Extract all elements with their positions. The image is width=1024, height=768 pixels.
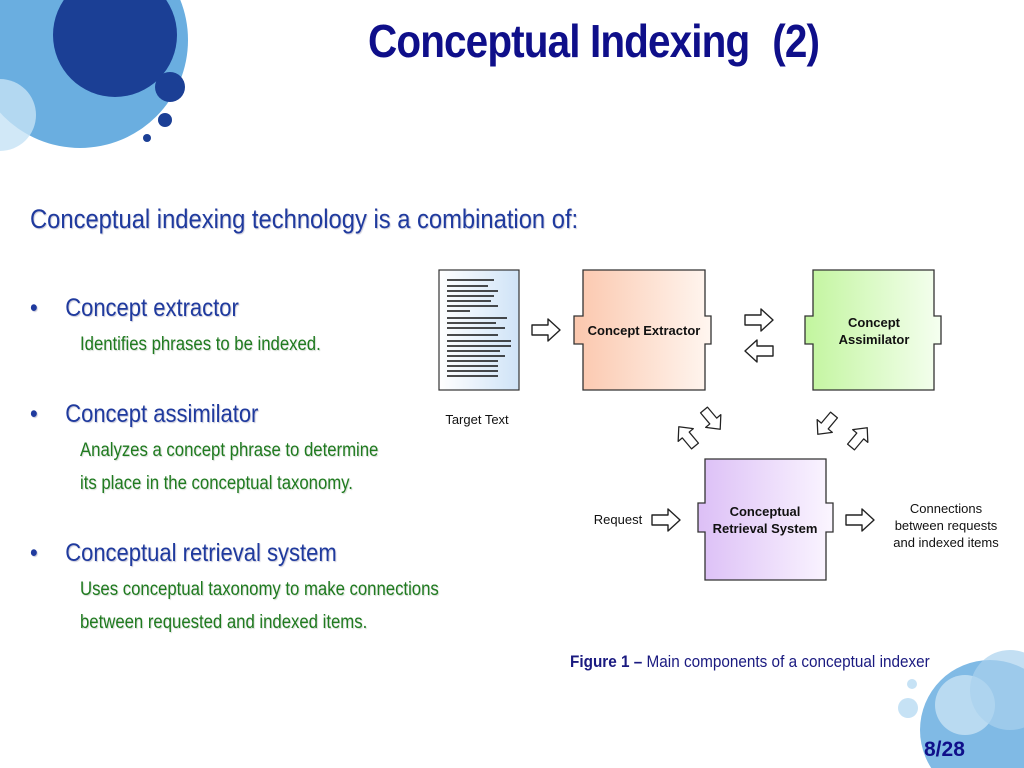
arrow-assimilator-to-extractor	[744, 339, 774, 363]
arrow-assimilator-to-retrieval	[809, 408, 843, 442]
target-text-label: Target Text	[445, 412, 509, 427]
concept-extractor-label: Concept Extractor	[587, 323, 701, 338]
caption-text: Main components of a conceptual indexer	[646, 652, 930, 671]
connections-line: between requests	[894, 518, 998, 533]
arrow-request-to-retrieval	[651, 508, 681, 532]
bullet-description: Identifies phrases to be indexed.	[80, 334, 321, 355]
concept-assimilator-box	[804, 269, 942, 391]
bullet-label: Concept extractor	[65, 294, 239, 322]
arrow-doc-to-extractor	[531, 318, 561, 342]
arrow-extractor-to-assimilator	[744, 308, 774, 332]
conceptual-retrieval-box	[697, 458, 834, 581]
arrow-retrieval-to-extractor	[670, 419, 704, 453]
title-main: Conceptual Indexing	[368, 15, 750, 67]
bullet-label: Conceptual retrieval system	[65, 539, 337, 567]
concept-extractor-box	[573, 269, 712, 391]
conceptual-retrieval-label: Conceptual Retrieval System	[700, 503, 830, 537]
caption-prefix: Figure 1 –	[570, 652, 643, 671]
connections-line: and indexed items	[893, 535, 999, 550]
conceptual-retrieval-line: Retrieval System	[712, 521, 818, 536]
target-text-document	[438, 269, 520, 391]
arrow-retrieval-to-connections	[845, 508, 875, 532]
concept-assimilator-label: Concept Assimilator	[810, 314, 938, 348]
slide-title: Conceptual Indexing (2)	[368, 14, 820, 68]
bullet-marker: •	[30, 400, 38, 428]
bullet-marker: •	[30, 539, 38, 567]
concept-assimilator-line: Concept	[848, 315, 900, 330]
request-label: Request	[593, 512, 643, 527]
bullet-marker: •	[30, 294, 38, 322]
bullet-description: Uses conceptual taxonomy to make connect…	[80, 579, 439, 600]
bullet-concept-assimilator: • Concept assimilator	[30, 400, 258, 429]
bullet-description: its place in the conceptual taxonomy.	[80, 473, 353, 494]
bullet-label: Concept assimilator	[65, 400, 259, 428]
connections-line: Connections	[909, 501, 983, 516]
connections-label: Connections between requests and indexed…	[884, 500, 1008, 551]
bullet-description: between requested and indexed items.	[80, 612, 368, 633]
arrow-extractor-to-retrieval	[695, 403, 729, 437]
arrow-retrieval-to-assimilator	[842, 420, 876, 454]
concept-assimilator-line: Assimilator	[838, 332, 910, 347]
page-number: 8/28	[924, 738, 965, 761]
bullet-concept-extractor: • Concept extractor	[30, 294, 239, 323]
bullet-conceptual-retrieval: • Conceptual retrieval system	[30, 539, 337, 568]
intro-text: Conceptual indexing technology is a comb…	[30, 204, 579, 234]
conceptual-retrieval-line: Conceptual	[729, 504, 801, 519]
figure-caption: Figure 1 – Main components of a conceptu…	[570, 652, 930, 672]
title-number: (2)	[772, 15, 820, 67]
bullet-description: Analyzes a concept phrase to determine	[80, 440, 379, 461]
